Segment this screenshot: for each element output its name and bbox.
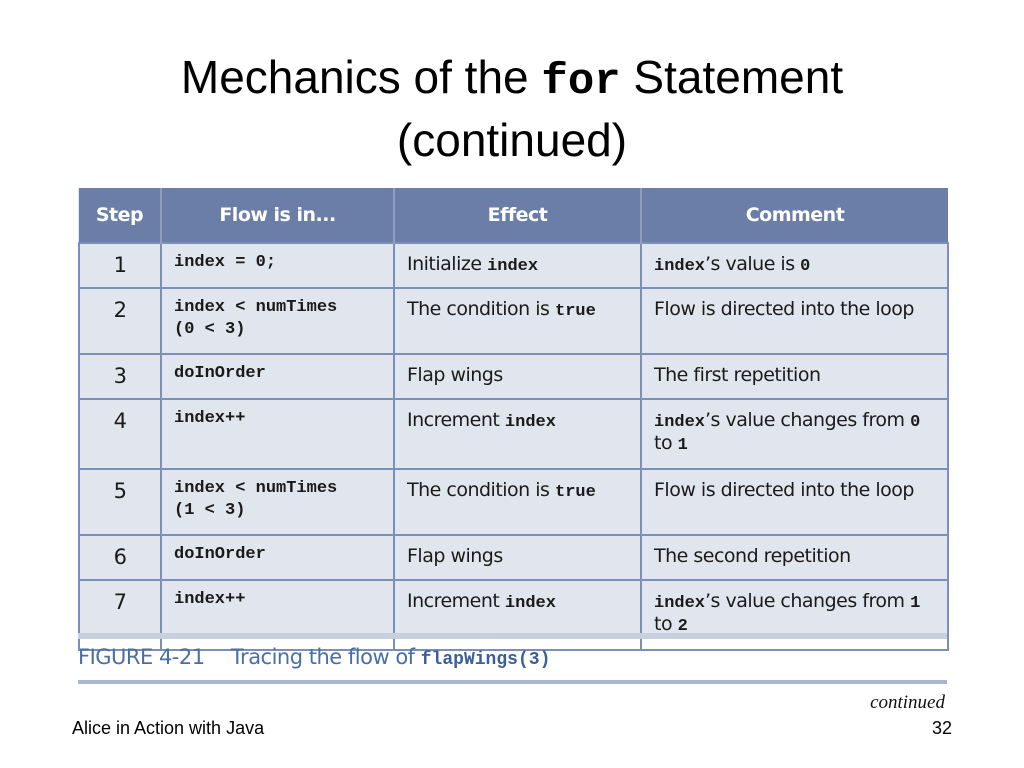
comment-text-2: to: [654, 432, 673, 454]
effect-text: The condition is: [407, 479, 550, 501]
title-text-post: Statement: [633, 51, 844, 103]
table-row: 5 index < numTimes (1 < 3) The condition is…: [78, 468, 949, 536]
header-flow: Flow is in...: [161, 188, 395, 243]
footer-book-title: Alice in Action with Java: [72, 718, 265, 738]
cell-comment: The second repetition: [640, 534, 949, 581]
header-step: Step: [79, 188, 162, 243]
flow-line-2: (1 < 3): [174, 501, 246, 520]
table-row: 2 index < numTimes (0 < 3) The condition is…: [78, 287, 949, 355]
comment-text-2: to: [654, 613, 673, 635]
cell-flow: index = 0;: [160, 242, 395, 289]
flow-line-1: index++: [174, 409, 246, 428]
flow-line-1: doInOrder: [174, 364, 266, 383]
flow-line-1: index < numTimes: [174, 298, 338, 317]
cell-effect: Increment index: [393, 398, 642, 470]
cell-step: 6: [78, 534, 162, 581]
figure-label: FIGURE 4-21: [78, 645, 205, 669]
cell-flow: index++: [160, 398, 395, 470]
flow-line-1: index++: [174, 590, 246, 609]
continued-label: continued: [870, 692, 945, 713]
flow-line-2: (0 < 3): [174, 320, 246, 339]
flow-line-1: index = 0;: [174, 253, 277, 272]
comment-code: index: [654, 594, 706, 613]
cell-effect: Flap wings: [393, 353, 642, 400]
cell-comment: index’s value changes from 0 to 1: [640, 398, 949, 470]
cell-effect: Flap wings: [393, 534, 642, 581]
comment-text: Flow is directed into the loop: [654, 479, 914, 501]
cell-comment: index’s value is 0: [640, 242, 949, 289]
cell-step: 7: [78, 579, 162, 651]
comment-text: ’s value changes from: [705, 590, 905, 612]
title-line-2: (continued): [396, 114, 628, 166]
comment-code-3: 1: [677, 436, 688, 455]
cell-step: 2: [78, 287, 162, 355]
cell-effect: Increment index: [393, 579, 642, 651]
comment-text: The first repetition: [654, 364, 821, 386]
effect-code: index: [487, 257, 539, 276]
caption-code: flapWings(3): [420, 650, 551, 670]
cell-step: 1: [78, 242, 162, 289]
cell-effect: The condition is true: [393, 287, 642, 355]
footer-page-number: 32: [931, 718, 952, 738]
comment-code: index: [654, 413, 706, 432]
effect-text: Flap wings: [407, 364, 503, 386]
flow-line-1: doInOrder: [174, 545, 266, 564]
header-comment: Comment: [641, 188, 948, 243]
flow-line-1: index < numTimes: [174, 479, 338, 498]
cell-step: 4: [78, 398, 162, 470]
table-bottom-rule: [78, 633, 947, 639]
title-text-pre: Mechanics of the: [180, 51, 529, 103]
caption-text: Tracing the flow of: [230, 645, 415, 669]
comment-code-3: 2: [677, 617, 688, 636]
effect-code: index: [504, 594, 556, 613]
cell-comment: The first repetition: [640, 353, 949, 400]
cell-effect: Initialize index: [393, 242, 642, 289]
effect-text: Initialize: [407, 253, 482, 275]
figure-caption: FIGURE 4-21 Tracing the flow of flapWing…: [78, 645, 550, 670]
cell-step: 5: [78, 468, 162, 536]
comment-text: ’s value changes from: [705, 409, 905, 431]
cell-step: 3: [78, 353, 162, 400]
title-code-keyword: for: [541, 57, 621, 107]
header-effect: Effect: [394, 188, 642, 243]
cell-comment: index’s value changes from 1 to 2: [640, 579, 949, 651]
comment-code: index: [654, 257, 706, 276]
table-row: 6 doInOrder Flap wings The second repetitio…: [78, 534, 949, 581]
comment-code-2: 0: [800, 257, 811, 276]
cell-effect: The condition is true: [393, 468, 642, 536]
effect-text: Increment: [407, 409, 500, 431]
effect-text: The condition is: [407, 298, 550, 320]
effect-text: Increment: [407, 590, 500, 612]
effect-text: Flap wings: [407, 545, 503, 567]
cell-flow: index < numTimes (1 < 3): [160, 468, 395, 536]
cell-flow: doInOrder: [160, 353, 395, 400]
cell-comment: Flow is directed into the loop: [640, 287, 949, 355]
table-header-row: Step Flow is in... Effect Comment: [79, 188, 948, 243]
table-row: 3 doInOrder Flap wings The first repetition: [78, 353, 949, 400]
comment-text: The second repetition: [654, 545, 851, 567]
comment-code-2: 0: [910, 413, 921, 432]
effect-code: index: [504, 413, 556, 432]
cell-comment: Flow is directed into the loop: [640, 468, 949, 536]
comment-code-2: 1: [910, 594, 921, 613]
slide-title: Mechanics of the for Statement (continue…: [0, 48, 1024, 169]
cell-flow: doInOrder: [160, 534, 395, 581]
comment-text: ’s value is: [705, 253, 795, 275]
cell-flow: index < numTimes (0 < 3): [160, 287, 395, 355]
effect-code: true: [555, 483, 596, 502]
caption-rule: [78, 680, 947, 684]
cell-flow: index++: [160, 579, 395, 651]
effect-code: true: [555, 302, 596, 321]
comment-text: Flow is directed into the loop: [654, 298, 914, 320]
